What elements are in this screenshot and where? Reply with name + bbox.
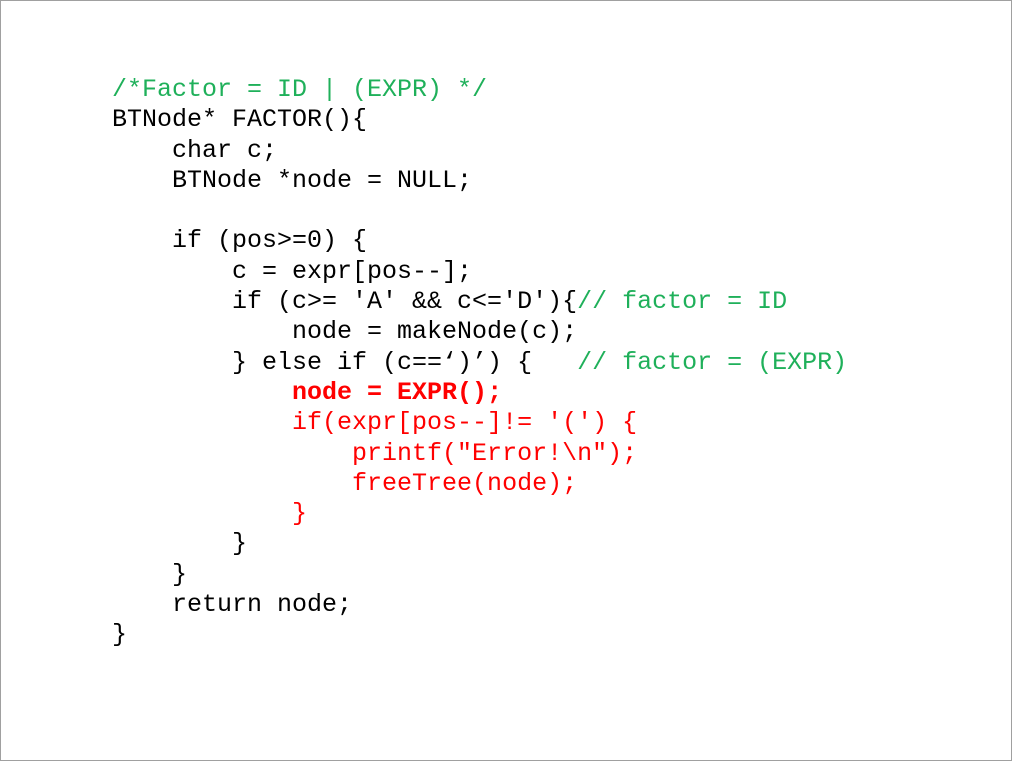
code-text: return node; bbox=[112, 590, 353, 620]
code-line: } bbox=[112, 560, 847, 590]
code-block: /*Factor = ID | (EXPR) */BTNode* FACTOR(… bbox=[112, 75, 847, 651]
code-line: } else if (c==‘)’) { // factor = (EXPR) bbox=[112, 348, 847, 378]
code-text bbox=[112, 378, 292, 407]
code-line: } bbox=[112, 620, 847, 650]
code-line: freeTree(node); bbox=[112, 469, 847, 499]
code-text: if (c>= 'A' && c<='D'){ bbox=[112, 287, 578, 317]
code-comment: // factor = ID bbox=[577, 287, 788, 317]
code-line: node = makeNode(c); bbox=[112, 317, 847, 347]
code-text: freeTree(node); bbox=[112, 468, 578, 498]
code-text: printf("Error!\n"); bbox=[112, 438, 638, 468]
code-line: } bbox=[112, 499, 847, 529]
code-line: printf("Error!\n"); bbox=[112, 439, 847, 469]
code-text: BTNode *node = NULL; bbox=[112, 165, 473, 195]
code-text: char c; bbox=[112, 135, 278, 165]
code-line: node = EXPR(); bbox=[112, 378, 847, 408]
code-line bbox=[112, 196, 847, 226]
code-text: } bbox=[112, 620, 128, 650]
code-text: if(expr[pos--]!= '(') { bbox=[112, 408, 638, 438]
code-text: BTNode* FACTOR(){ bbox=[112, 105, 368, 135]
code-line: return node; bbox=[112, 590, 847, 620]
code-line: if(expr[pos--]!= '(') { bbox=[112, 408, 847, 438]
code-comment: /*Factor = ID | (EXPR) */ bbox=[112, 75, 488, 104]
code-line: if (c>= 'A' && c<='D'){// factor = ID bbox=[112, 287, 847, 317]
code-text: if (pos>=0) { bbox=[112, 226, 368, 256]
code-text: } bbox=[112, 559, 188, 589]
code-line: char c; bbox=[112, 136, 847, 166]
code-text: node = EXPR(); bbox=[292, 377, 503, 407]
code-line: BTNode* FACTOR(){ bbox=[112, 105, 847, 135]
code-text: node = makeNode(c); bbox=[112, 317, 578, 347]
code-line: c = expr[pos--]; bbox=[112, 257, 847, 287]
code-line: } bbox=[112, 529, 847, 559]
code-line: BTNode *node = NULL; bbox=[112, 166, 847, 196]
code-text: } else if (c==‘)’) { bbox=[112, 347, 578, 377]
code-comment: // factor = (EXPR) bbox=[577, 347, 848, 377]
code-text: } bbox=[112, 529, 248, 559]
code-line: if (pos>=0) { bbox=[112, 226, 847, 256]
code-text: } bbox=[112, 499, 308, 529]
code-text: c = expr[pos--]; bbox=[112, 256, 473, 286]
code-line: /*Factor = ID | (EXPR) */ bbox=[112, 75, 847, 105]
